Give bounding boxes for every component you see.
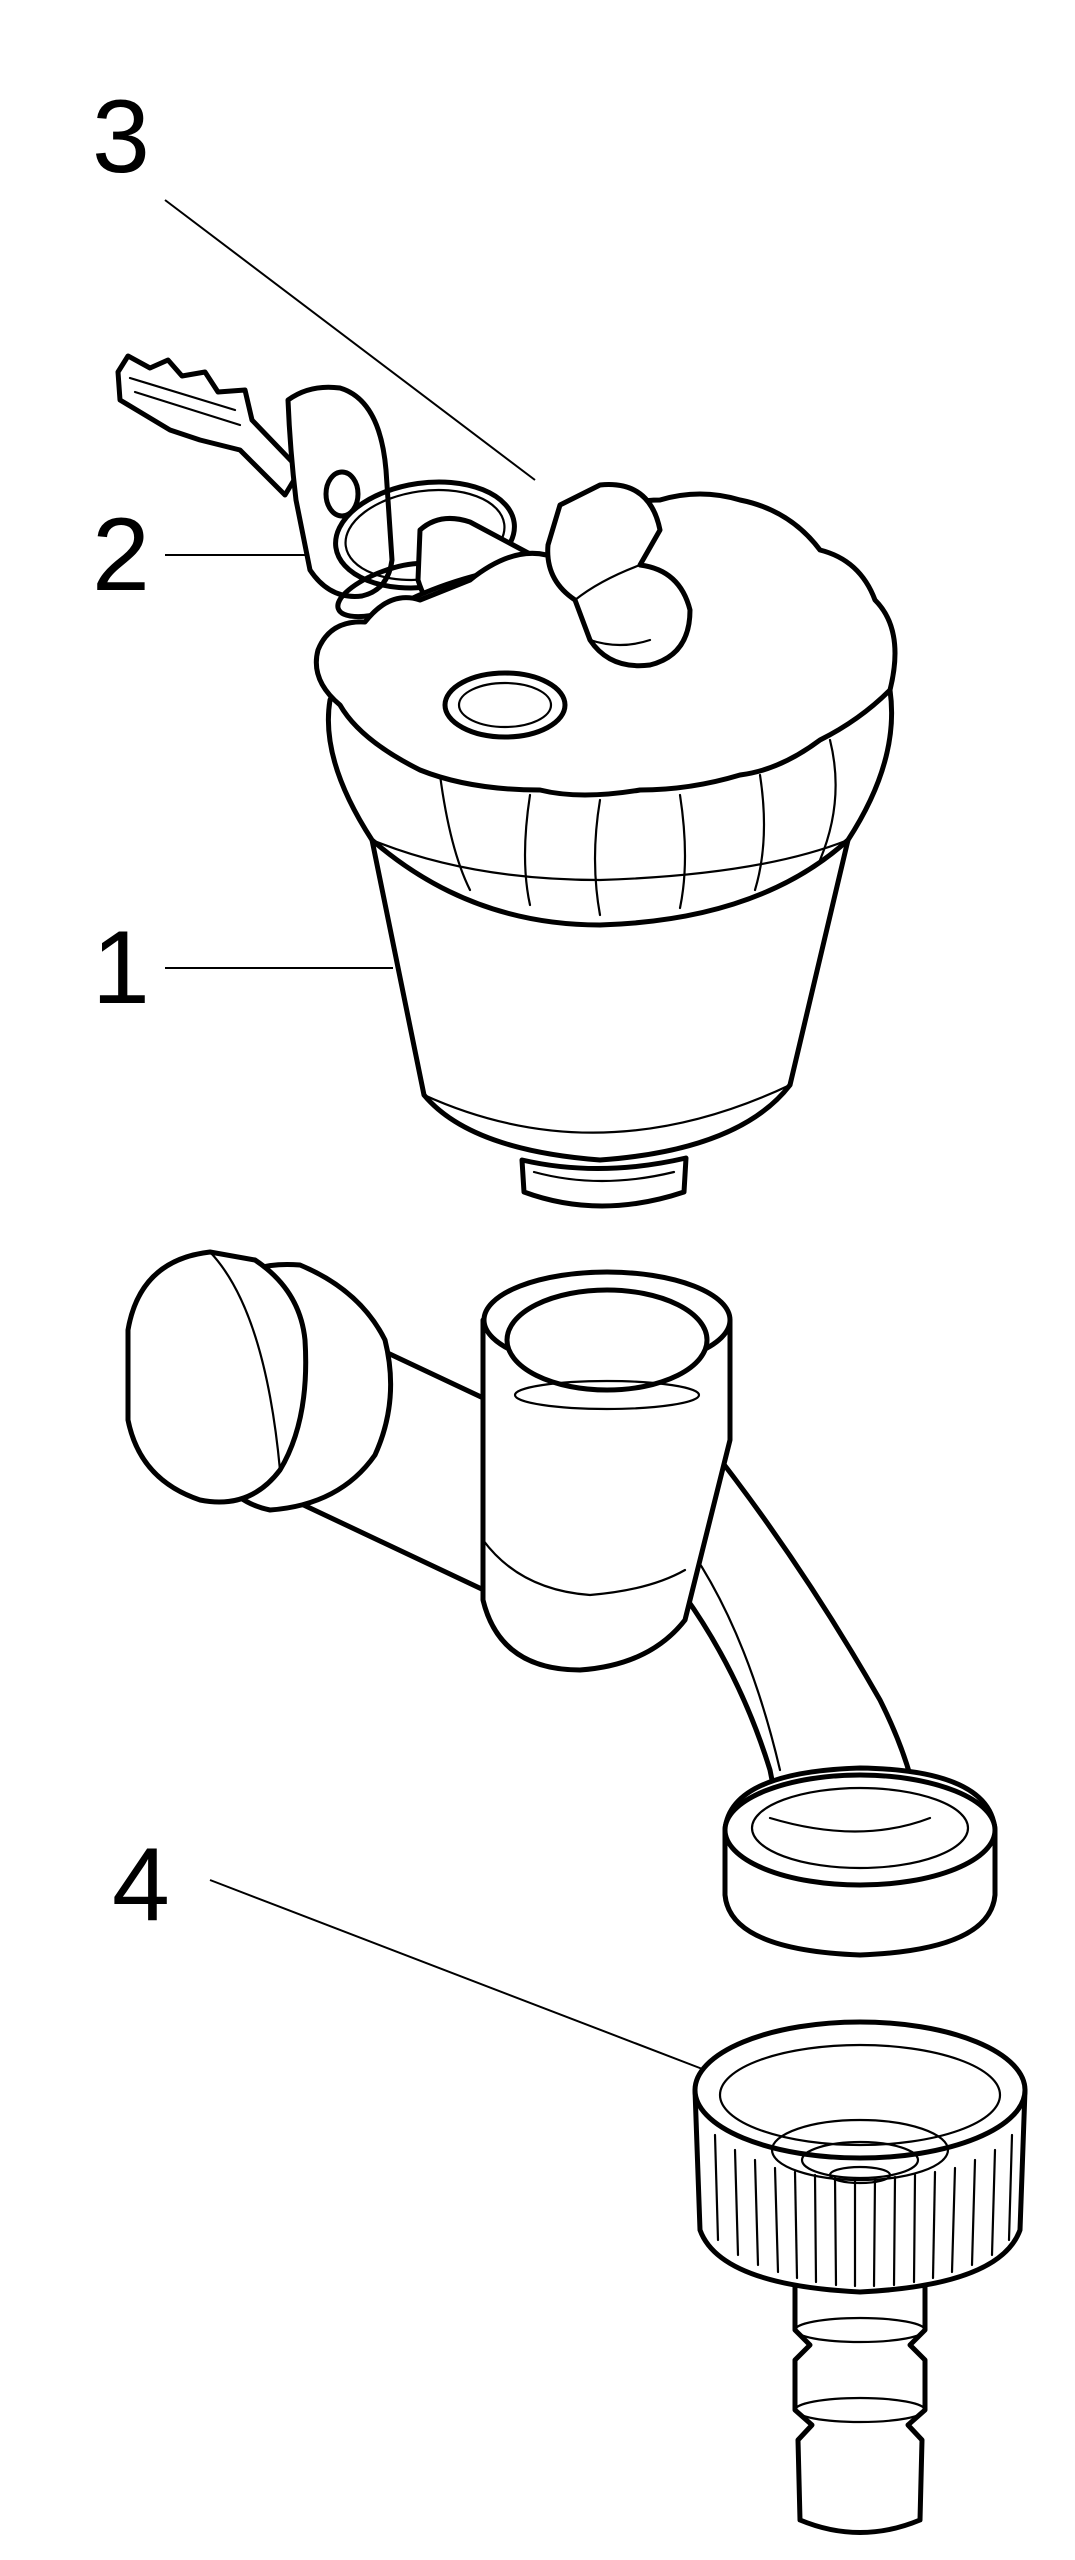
hose-connector-icon — [692, 2019, 1028, 2535]
tap-socket — [480, 1317, 733, 1673]
callout-4-label: 4 — [112, 1827, 170, 1943]
callout-4-leader — [209, 1879, 706, 2071]
callout-3-leader — [164, 199, 536, 481]
hose-connector-tail — [792, 2277, 928, 2535]
cap-body — [369, 837, 851, 1163]
tap-body-icon — [125, 1249, 998, 1958]
callout-1-label: 1 — [92, 910, 150, 1026]
callout-4: 4 — [112, 1827, 706, 2071]
callout-2-label: 2 — [92, 497, 150, 613]
callout-3: 3 — [92, 79, 536, 481]
callout-2: 2 — [92, 497, 310, 613]
tap-inlet-end — [125, 1249, 309, 1505]
lock-cover — [545, 482, 693, 669]
lock-cover-icon — [545, 482, 693, 669]
key-blade — [115, 353, 303, 498]
callout-1: 1 — [92, 910, 393, 1026]
callout-3-label: 3 — [92, 79, 150, 195]
knurling — [713, 2133, 1014, 2288]
